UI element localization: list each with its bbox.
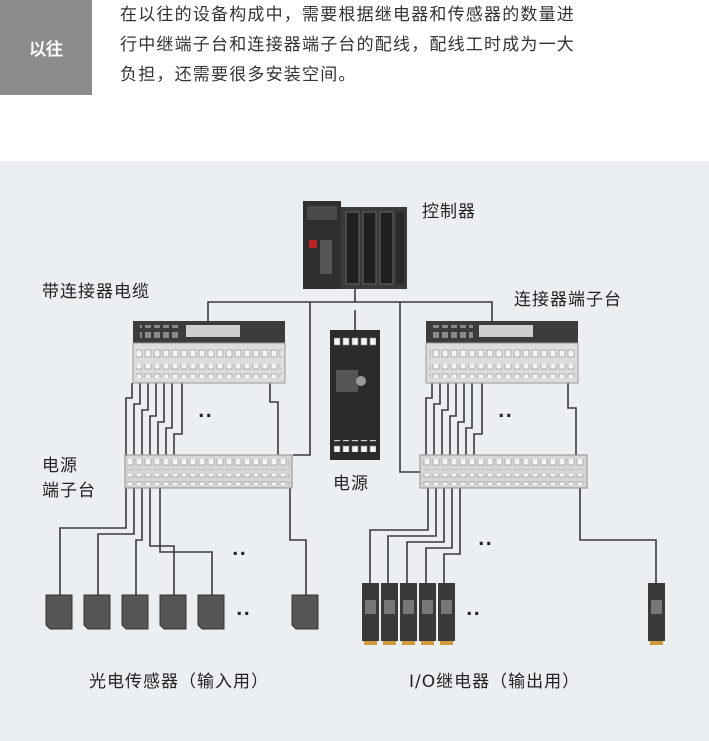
left-power-terminal-block xyxy=(124,454,293,489)
intro-line: 行中继端子台和连接器端子台的配线，配线工时成为一大 xyxy=(120,35,575,55)
sensors-label: 光电传感器（输入用） xyxy=(89,672,269,692)
connector-terminal-label: 连接器端子台 xyxy=(514,290,622,310)
ellipsis-left-mid: .. xyxy=(232,540,247,560)
power-terminal-label-line2: 端子台 xyxy=(42,481,96,501)
ellipsis-right-mid: .. xyxy=(478,530,493,550)
ellipsis-right-top: .. xyxy=(498,402,513,422)
ellipsis-left-top: .. xyxy=(198,402,213,422)
intro-line: 在以往的设备构成中，需要根据继电器和传感器的数量进 xyxy=(120,5,575,25)
sensor-group xyxy=(45,594,319,630)
ellipsis-sensors: .. xyxy=(236,600,251,620)
right-power-terminal-block xyxy=(419,454,588,489)
controller-label: 控制器 xyxy=(422,202,476,222)
cable-label: 带连接器电缆 xyxy=(42,282,150,302)
ellipsis-relays: .. xyxy=(466,600,481,620)
power-terminal-label-line1: 电源 xyxy=(42,456,78,476)
right-connector-terminal xyxy=(425,321,579,384)
wires xyxy=(59,289,657,595)
power-supply-device xyxy=(330,330,380,460)
intro-line: 负担，还需要很多安装空间。 xyxy=(120,65,357,85)
power-supply-label: 电源 xyxy=(333,474,369,494)
relay-group xyxy=(362,583,665,645)
relays-label: I/O继电器（输出用） xyxy=(409,672,581,692)
left-connector-terminal xyxy=(132,321,286,384)
intro-text: 在以往的设备构成中，需要根据继电器和传感器的数量进 行中继端子台和连接器端子台的… xyxy=(120,0,690,90)
header-badge: 以往 xyxy=(0,0,92,95)
controller-device xyxy=(303,201,407,289)
